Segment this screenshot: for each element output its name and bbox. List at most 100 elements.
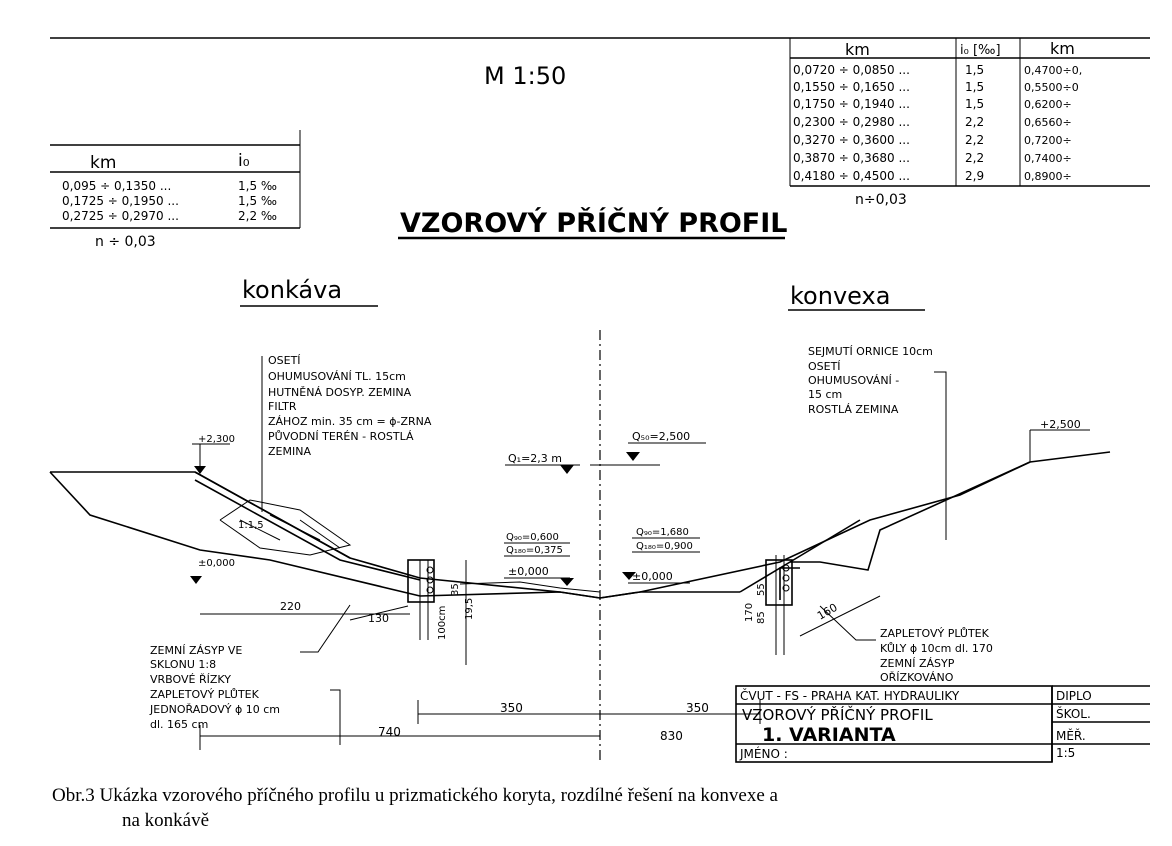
right-table-header-i: i₀ [‰] [960, 43, 1001, 58]
level-q2: Q₅₀=2,500 [632, 430, 690, 443]
left-note-5: JEDNOŘADOVÝ ϕ 10 cm [149, 703, 280, 716]
left-pile-fence [407, 559, 435, 640]
dim-v3: 19,5 [464, 598, 475, 620]
left-note-6: dl. 165 cm [150, 718, 208, 731]
left-layer-7: ZEMINA [268, 445, 311, 458]
left-table-row-2-km: 0,1725 ÷ 0,1950 ... [62, 194, 179, 208]
right-table-row-4-km: 0,2300 ÷ 0,2980 ... [793, 115, 910, 129]
right-table-row-4-km2: 0,6560÷ [1024, 116, 1072, 129]
dimensions: 1:1,5 220 130 160 100cm 35 19,5 170 85 5… [199, 520, 881, 750]
right-table-row-3-i: 1,5 [965, 97, 984, 111]
right-table-row-2-km2: 0,5500÷0 [1024, 81, 1079, 94]
left-table-row-1-km: 0,095 ÷ 0,1350 ... [62, 179, 171, 193]
right-bottom-notes: ZAPLETOVÝ PLŮTEK KŮLY ϕ 10cm dl. 170 ZEM… [819, 605, 993, 684]
right-table-row-2-i: 1,5 [965, 80, 984, 94]
dim-740: 740 [378, 725, 401, 739]
level-q1: Q₁=2,3 m [508, 452, 562, 465]
right-table-row-3-km: 0,1750 ÷ 0,1940 ... [793, 97, 910, 111]
left-layer-2: OHUMUSOVÁNÍ TL. 15cm [268, 370, 406, 383]
level-q4: Q₁₈₀=0,375 [506, 545, 563, 556]
level-center-right: ±0,000 [632, 570, 673, 583]
left-layer-5: ZÁHOZ min. 35 cm = ϕ-ZRNA [268, 415, 432, 428]
right-table-row-6-km: 0,3870 ÷ 0,3680 ... [793, 151, 910, 165]
left-km-table: km i₀ 0,095 ÷ 0,1350 ... 1,5 ‰ 0,1725 ÷ … [50, 130, 301, 250]
figure-caption: Obr.3 Ukázka vzorového příčného profilu … [52, 783, 1142, 833]
right-table-header-km: km [845, 40, 870, 59]
title-block-row3: 1. VARIANTA [762, 724, 896, 746]
dim-130: 130 [368, 612, 389, 625]
caption-line-1: Obr.3 Ukázka vzorového příčného profilu … [52, 785, 778, 806]
cross-section-drawing: M 1:50 km i₀ 0,095 ÷ 0,1350 ... 1,5 ‰ 0,… [49, 37, 1150, 763]
left-layer-6: PŮVODNÍ TERÉN - ROSTLÁ [268, 430, 414, 443]
right-table-row-7-i: 2,9 [965, 169, 984, 183]
left-table-row-3-i: 2,2 ‰ [238, 209, 277, 223]
right-note-3: ZEMNÍ ZÁSYP [880, 657, 955, 670]
concave-label: konkáva [242, 276, 342, 304]
right-table-row-6-km2: 0,7400÷ [1024, 152, 1072, 165]
title-block-side3: MĚŘ. [1056, 728, 1086, 743]
right-table-row-5-km: 0,3270 ÷ 0,3600 ... [793, 133, 910, 147]
left-note-1: ZEMNÍ ZÁSYP VE [150, 644, 242, 657]
channel-cross-section [49, 451, 1111, 600]
title-block-row4: JMÉNO : [739, 746, 788, 761]
dim-v5: 85 [756, 611, 767, 624]
left-table-row-3-km: 0,2725 ÷ 0,2970 ... [62, 209, 179, 223]
dim-v6: 55 [756, 583, 767, 596]
left-note-4: ZAPLETOVÝ PLŮTEK [150, 688, 260, 701]
left-table-header-i: i₀ [238, 151, 250, 171]
dim-slope-left: 1:1,5 [238, 520, 264, 531]
right-note-1: ZAPLETOVÝ PLŮTEK [880, 627, 990, 640]
convex-label: konvexa [790, 282, 890, 310]
right-layer-1: SEJMUTÍ ORNICE 10cm [808, 345, 933, 358]
right-table-row-7-km2: 0,8900÷ [1024, 170, 1072, 183]
title-block-row1: ČVUT - FS - PRAHA KAT. HYDRAULIKY [740, 688, 960, 703]
dim-350-right: 350 [686, 701, 709, 715]
scale-label: M 1:50 [484, 62, 566, 90]
right-pile-fence [765, 555, 793, 655]
title-block: ČVUT - FS - PRAHA KAT. HYDRAULIKY VZOROV… [735, 685, 1150, 763]
right-layer-4: 15 cm [808, 388, 842, 401]
title-block-side1: DIPLO [1056, 689, 1092, 703]
left-layer-list: OSETÍ OHUMUSOVÁNÍ TL. 15cm HUTNĚNÁ DOSYP… [261, 354, 432, 512]
right-table-row-2-km: 0,1550 ÷ 0,1650 ... [793, 80, 910, 94]
left-table-footnote: n ÷ 0,03 [95, 234, 156, 250]
left-table-row-1-i: 1,5 ‰ [238, 179, 277, 193]
level-q5: Q₉₀=1,680 [636, 527, 689, 538]
drawing-title: VZOROVÝ PŘÍČNÝ PROFIL [400, 207, 788, 239]
right-note-2: KŮLY ϕ 10cm dl. 170 [880, 642, 993, 655]
dim-220: 220 [280, 600, 301, 613]
right-table-row-3-km2: 0,6200÷ [1024, 98, 1072, 111]
right-table-row-1-i: 1,5 [965, 63, 984, 77]
right-layer-list: SEJMUTÍ ORNICE 10cm OSETÍ OHUMUSOVÁNÍ - … [808, 345, 947, 540]
level-q3: Q₉₀=0,600 [506, 532, 559, 543]
left-table-row-2-i: 1,5 ‰ [238, 194, 277, 208]
right-table-row-5-km2: 0,7200÷ [1024, 134, 1072, 147]
right-table-header-km2: km [1050, 39, 1075, 58]
right-table-row-5-i: 2,2 [965, 133, 984, 147]
right-layer-2: OSETÍ [808, 360, 841, 373]
right-table-footnote: n÷0,03 [855, 192, 907, 208]
dim-v4: 170 [744, 603, 755, 622]
left-note-3: VRBOVÉ ŘÍZKY [150, 673, 231, 686]
left-bottom-notes: ZEMNÍ ZÁSYP VE SKLONU 1:8 VRBOVÉ ŘÍZKY Z… [149, 604, 351, 745]
right-table-row-1-km2: 0,4700÷0, [1024, 64, 1082, 77]
left-table-header-km: km [90, 153, 116, 173]
dim-v1: 100cm [437, 606, 448, 640]
dim-350-left: 350 [500, 701, 523, 715]
right-km-table: km i₀ [‰] km 0,0720 ÷ 0,0850 ... 1,5 0,4… [789, 38, 1150, 208]
title-block-side4: 1:5 [1056, 746, 1075, 760]
left-layer-1: OSETÍ [268, 354, 301, 367]
level-q6: Q₁₈₀=0,900 [636, 541, 693, 552]
left-layer-3: HUTNĚNÁ DOSYP. ZEMINA [268, 386, 412, 399]
left-layer-4: FILTR [268, 400, 297, 413]
right-table-row-4-i: 2,2 [965, 115, 984, 129]
caption-line-2: na konkávě [122, 810, 210, 831]
right-table-row-6-i: 2,2 [965, 151, 984, 165]
right-note-4: OŘÍZKOVÁNO [880, 671, 954, 684]
title-block-side2: ŠKOL. [1056, 706, 1091, 721]
right-layer-3: OHUMUSOVÁNÍ - [808, 374, 899, 387]
level-center-left: ±0,000 [508, 565, 549, 578]
level-left-berm: ±0,000 [198, 558, 235, 569]
title-block-row2: VZOROVÝ PŘÍČNÝ PROFIL [742, 705, 933, 724]
dim-v2: 35 [450, 583, 461, 596]
